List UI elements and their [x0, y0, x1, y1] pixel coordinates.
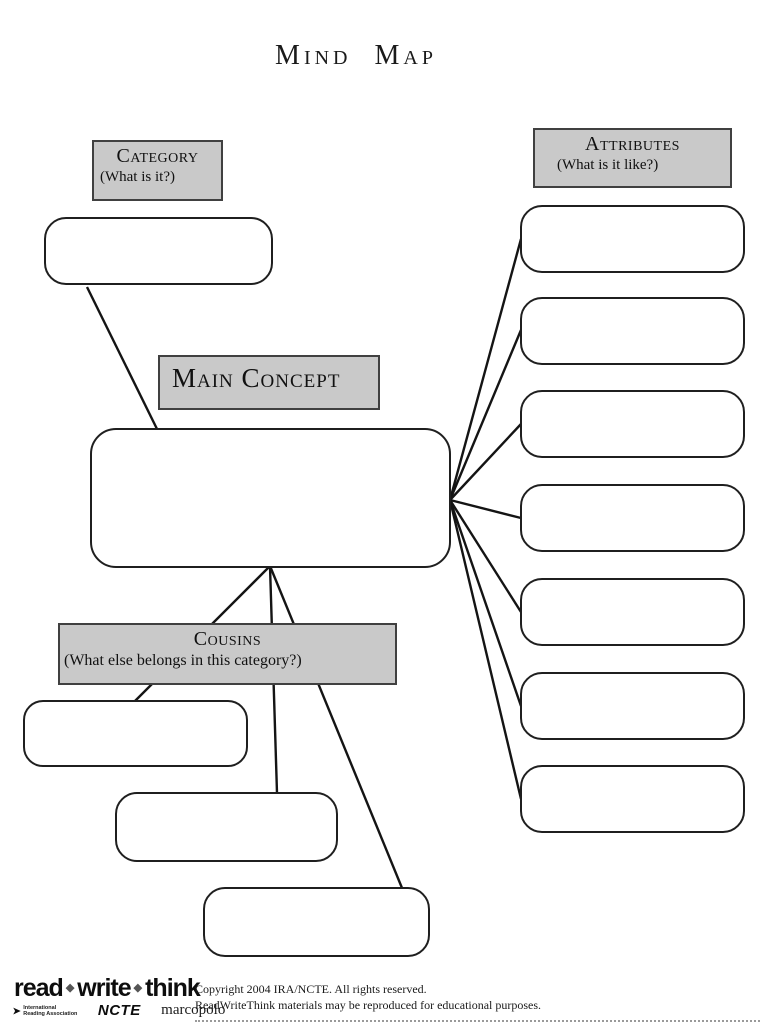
category-label: Category (What is it?) [92, 140, 223, 201]
category-label-question: (What is it?) [100, 169, 175, 185]
page-title: Mind Map [275, 40, 437, 71]
main-concept-input-box[interactable] [90, 428, 451, 568]
cousin-input-box[interactable] [23, 700, 248, 767]
attributes-label-title: Attributes [585, 133, 680, 155]
copyright-line-1: Copyright 2004 IRA/NCTE. All rights rese… [195, 982, 427, 996]
connector-main-to-attribute-7 [448, 499, 523, 800]
diamond-separator-icon: ◆ [133, 982, 143, 994]
main-concept-label-title: Main Concept [172, 363, 341, 393]
connector-category-to-main [85, 286, 159, 430]
copyright-line-2: ReadWriteThink materials may be reproduc… [195, 997, 542, 1012]
attribute-input-box[interactable] [520, 297, 745, 365]
connector-main-to-attribute-5 [448, 499, 523, 613]
cousins-label: Cousins (What else belongs in this categ… [58, 623, 397, 685]
connector-main-to-attribute-6 [448, 499, 523, 707]
ira-line1: International [23, 1004, 57, 1011]
diamond-separator-icon: ◆ [65, 982, 75, 994]
connector-main-to-attribute-4 [449, 498, 522, 520]
attribute-input-box[interactable] [520, 765, 745, 833]
attribute-input-box[interactable] [520, 484, 745, 552]
copyright-text: Copyright 2004 IRA/NCTE. All rights rese… [195, 982, 541, 1013]
cousins-label-question: (What else belongs in this category?) [64, 652, 302, 669]
readwritethink-logo: read◆write◆think [14, 974, 201, 1003]
connector-main-to-attribute-2 [448, 329, 523, 501]
cropped-text-line [195, 1020, 760, 1022]
connector-main-to-attribute-3 [449, 423, 522, 501]
attributes-label: Attributes (What is it like?) [533, 128, 732, 188]
marcopolo-logo: marcopolo [161, 1002, 226, 1019]
cousin-input-box[interactable] [115, 792, 338, 862]
logo-word-read: read [14, 974, 64, 1002]
category-label-title: Category [116, 145, 199, 167]
attributes-label-question: (What is it like?) [557, 157, 659, 173]
attribute-input-box[interactable] [520, 205, 745, 273]
category-input-box[interactable] [44, 217, 273, 285]
logo-word-think: think [145, 974, 201, 1002]
connector-main-to-cousin-3 [268, 565, 404, 889]
ncte-logo: NCTE [97, 1002, 141, 1020]
main-concept-label: Main Concept [158, 355, 380, 410]
connector-main-to-attribute-1 [448, 238, 523, 501]
cousin-input-box[interactable] [203, 887, 430, 957]
logo-word-write: write [77, 974, 131, 1002]
cousins-label-title: Cousins [193, 628, 262, 650]
attribute-input-box[interactable] [520, 672, 745, 740]
ira-line2: Reading Association [23, 1010, 78, 1017]
attribute-input-box[interactable] [520, 578, 745, 646]
attribute-input-box[interactable] [520, 390, 745, 458]
ira-arrow-icon: ➤ [12, 1005, 22, 1018]
